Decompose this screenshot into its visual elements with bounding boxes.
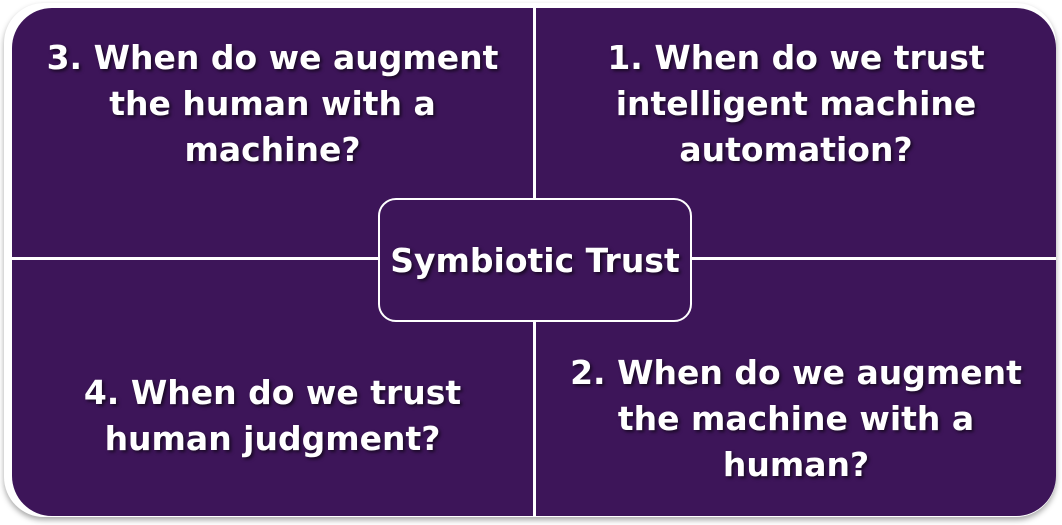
quadrant-top-right-line3: automation? <box>679 130 913 169</box>
quadrant-top-right-line1: 1. When do we trust <box>607 38 985 77</box>
quadrant-top-left-line3: machine? <box>184 130 361 169</box>
quadrant-bottom-left-line1: 4. When do we trust <box>83 373 462 412</box>
quadrant-bottom-left-text: 4. When do we trust human judgment? <box>84 370 461 462</box>
quadrant-top-right-line2: intelligent machine <box>615 84 977 123</box>
quadrant-bottom-right-line3: human? <box>722 445 870 484</box>
quadrant-top-right-text: 1. When do we trust intelligent machine … <box>607 35 984 173</box>
quadrant-top-left: 3. When do we augment the human with a m… <box>12 8 533 257</box>
quadrant-top-left-line2: the human with a <box>109 84 436 123</box>
quadrant-diagram: 3. When do we augment the human with a m… <box>4 3 1056 517</box>
quadrant-top-left-line1: 3. When do we augment <box>46 38 499 77</box>
quadrant-bottom-right-text: 2. When do we augment the machine with a… <box>570 350 1022 488</box>
center-label: Symbiotic Trust <box>390 240 680 280</box>
quadrant-bottom-left-line2: human judgment? <box>104 419 441 458</box>
quadrant-top-left-text: 3. When do we augment the human with a m… <box>47 35 499 173</box>
quadrant-bottom-right-line2: the machine with a <box>617 399 975 438</box>
quadrant-bottom-right-line1: 2. When do we augment <box>570 353 1022 392</box>
center-label-box: Symbiotic Trust <box>378 198 692 322</box>
